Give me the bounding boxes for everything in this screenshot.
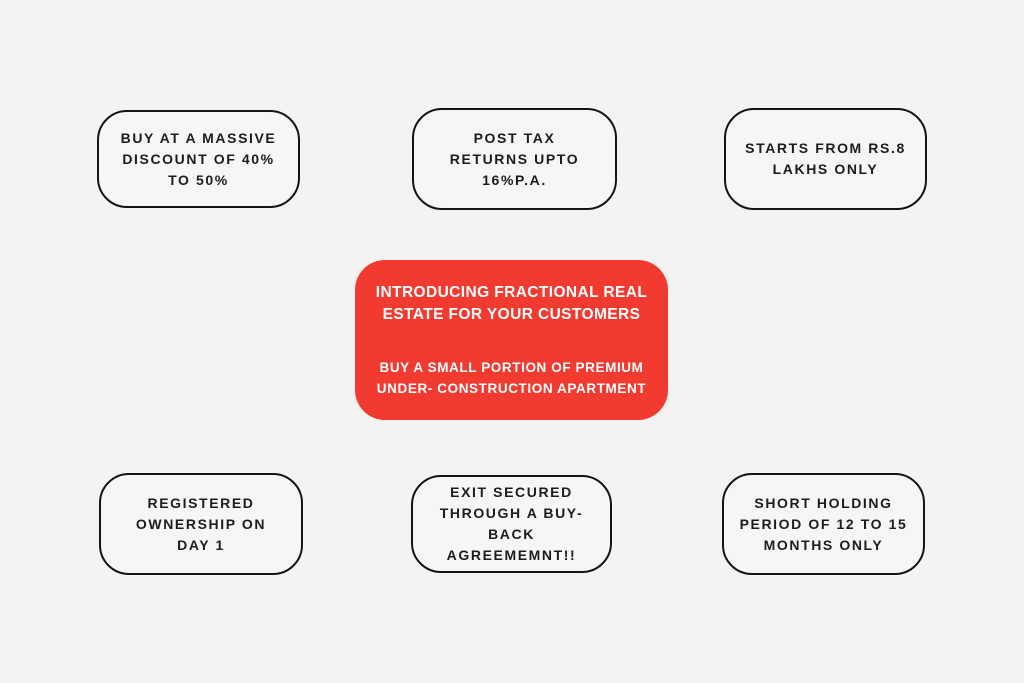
- feature-box-exit-secured: EXIT SECURED THROUGH A BUY- BACK AGREEME…: [411, 475, 612, 573]
- feature-box-label: EXIT SECURED THROUGH A BUY- BACK AGREEME…: [439, 484, 584, 563]
- feature-box-label: SHORT HOLDING PERIOD OF 12 TO 15 MONTHS …: [739, 494, 908, 553]
- feature-box-label: BUY AT A MASSIVE DISCOUNT OF 40% TO 50%: [120, 129, 277, 188]
- feature-box-label: POST TAX RETURNS UPTO 16%P.A.: [449, 129, 580, 188]
- center-card-subtitle: BUY A SMALL PORTION OF PREMIUM UNDER- CO…: [376, 359, 647, 396]
- center-intro-card: INTRODUCING FRACTIONAL REAL ESTATE FOR Y…: [355, 260, 668, 420]
- feature-box-massive-discount: BUY AT A MASSIVE DISCOUNT OF 40% TO 50%: [97, 110, 300, 208]
- feature-box-short-holding: SHORT HOLDING PERIOD OF 12 TO 15 MONTHS …: [722, 473, 925, 575]
- feature-box-starting-price: STARTS FROM RS.8 LAKHS ONLY: [724, 108, 927, 210]
- feature-box-post-tax-returns: POST TAX RETURNS UPTO 16%P.A.: [412, 108, 617, 210]
- center-card-title: INTRODUCING FRACTIONAL REAL ESTATE FOR Y…: [375, 283, 648, 323]
- feature-box-registered-ownership: REGISTERED OWNERSHIP ON DAY 1: [99, 473, 303, 575]
- feature-box-label: STARTS FROM RS.8 LAKHS ONLY: [745, 140, 906, 177]
- feature-box-label: REGISTERED OWNERSHIP ON DAY 1: [135, 494, 267, 553]
